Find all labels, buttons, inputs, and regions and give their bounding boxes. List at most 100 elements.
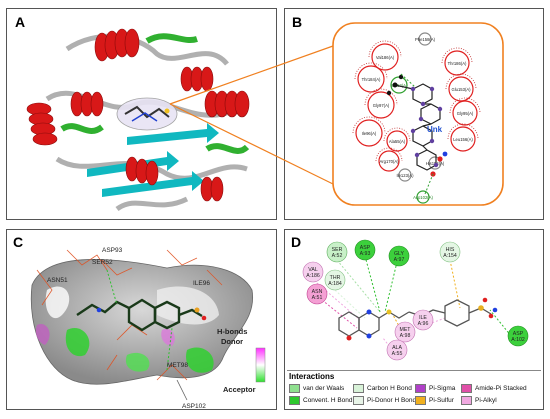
legend-swatch [289,383,300,393]
residue-label-gly97: A:97 [394,257,405,263]
panel-d-label: D [291,234,302,250]
hydrophobic-contact-arc [447,123,479,140]
panel-a-label: A [15,14,26,30]
residue-label-ser52: A:52 [332,253,343,259]
residue-disc-gly97 [388,245,410,267]
residue-label-ile96: A:96 [418,321,429,327]
residue-circle [371,43,399,71]
residue-circle [398,168,412,182]
hydrophobic-contact-arc [375,147,403,162]
legend-label: Pi-Donor H Bond [367,396,417,404]
hydrophobic-contact-arc [449,97,481,114]
hbond-legend-title: H-bonds [217,327,247,336]
panel-c-label: C [13,234,24,250]
hbond-legend-acceptor: Acceptor [223,385,256,394]
ligand-unk-label: Unk [427,125,443,134]
hydrophobic-contact-arc [441,47,473,64]
protein-ribbon-structure [26,28,250,212]
legend-label: Pi-Sulfur [429,396,454,404]
label-asp93: ASP93 [102,247,123,254]
legend-label: Pi-Alkyl [475,396,497,404]
legend-item: Amide-Pi Stacked [461,383,527,393]
residue-label-thr184: THR [330,275,341,281]
panel-a: A [6,8,277,220]
residue-disc-asn51 [306,283,328,305]
residue-circle [357,65,385,93]
legend-item: van der Waals [289,383,344,393]
residue-disc-his154 [439,241,461,263]
residue-disc-asp93 [354,239,376,261]
residue-label: Ala55(A) [389,139,406,144]
hbond-color-scale [255,347,266,383]
residue-disc-ile96 [412,309,434,331]
residue-circle [418,32,432,46]
residue-label: Arg170(A) [379,159,399,164]
residue-label-his154: A:154 [443,253,457,259]
legend-label: Convent. H Bond [303,396,353,404]
label-met98: MET98 [167,362,188,369]
legend-swatch [353,383,364,393]
residue-disc-ser52 [326,241,348,263]
legend-label: Pi-Sigma [429,384,456,392]
residue-circle [355,119,383,147]
residue-label: Ile123(A) [397,173,415,178]
legend-item: Pi-Alkyl [461,395,497,405]
label-asp102: ASP102 [182,403,206,410]
legend-swatch [461,395,472,405]
residue-circle [448,76,474,102]
residue-label: Gly97(A) [373,103,390,108]
residue-label: Phe158(A) [415,37,436,42]
ligand-interaction-2d-plot: Phe158(A)Val186(A)Thr184(A)Thr186(A)Ser5… [332,22,504,206]
residue-label-ile96: ILE [419,315,427,321]
residue-label-val186: A:186 [306,273,320,279]
legend-label: Amide-Pi Stacked [475,384,527,392]
residue-label-gly97: GLY [394,251,405,257]
hydrophobic-contact-arc [445,73,477,90]
residue-label-asp102: A:102 [511,337,525,343]
label-ser52: SER52 [92,259,113,266]
residue-label: Val186(A) [376,55,395,60]
legend-item: Carbon H Bond [353,383,412,393]
legend-swatch [289,395,300,405]
label-asn51: ASN51 [47,277,68,284]
residue-disc-val186 [302,261,324,283]
legend-swatch [415,395,426,405]
residue-label-met98: A:98 [400,333,411,339]
legend-swatch [353,395,364,405]
residue-label: Gly95(A) [457,111,474,116]
hydrophobic-surface-view: ASP93 SER52 ASN51 ILE96 MET98 ASP102 H-b… [30,247,266,410]
residue-label-asp93: A:93 [360,251,371,257]
legend-item: Pi-Donor H Bond [353,395,416,405]
residue-label-thr184: A:184 [328,281,342,287]
residue-circle [444,50,470,76]
residue-disc-ala55 [386,339,408,361]
residue-label-asn51: ASN [312,289,323,295]
residue-label-val186: VAL [308,267,318,273]
interactions-legend-title: Interactions [289,372,335,381]
residue-label: Thr186(A) [448,61,467,66]
residue-label-ala55: ALA [392,345,402,351]
residue-label-ala55: A:55 [392,351,403,357]
residue-disc-thr184 [324,269,346,291]
residue-disc-met98 [394,321,416,343]
legend-item: Pi-Sigma [415,383,455,393]
residue-circle [367,91,395,119]
residue-label-ser52: SER [332,247,343,253]
residue-circle [450,126,476,152]
label-ile96: ILE96 [193,280,210,287]
legend-item: Pi-Sulfur [415,395,454,405]
panel-c: C [6,229,277,410]
residue-disc-asp102 [507,325,529,347]
legend-swatch [461,383,472,393]
hbond-legend-donor: Donor [221,337,243,346]
residue-label: Thr184(A) [362,77,381,82]
panel-b-label: B [292,14,303,30]
legend-item: Convent. H Bond [289,395,353,405]
residue-circle [452,100,478,126]
residue-label: Glu153(A) [451,87,471,92]
residue-circle [428,156,442,170]
legend-label: van der Waals [303,384,345,392]
